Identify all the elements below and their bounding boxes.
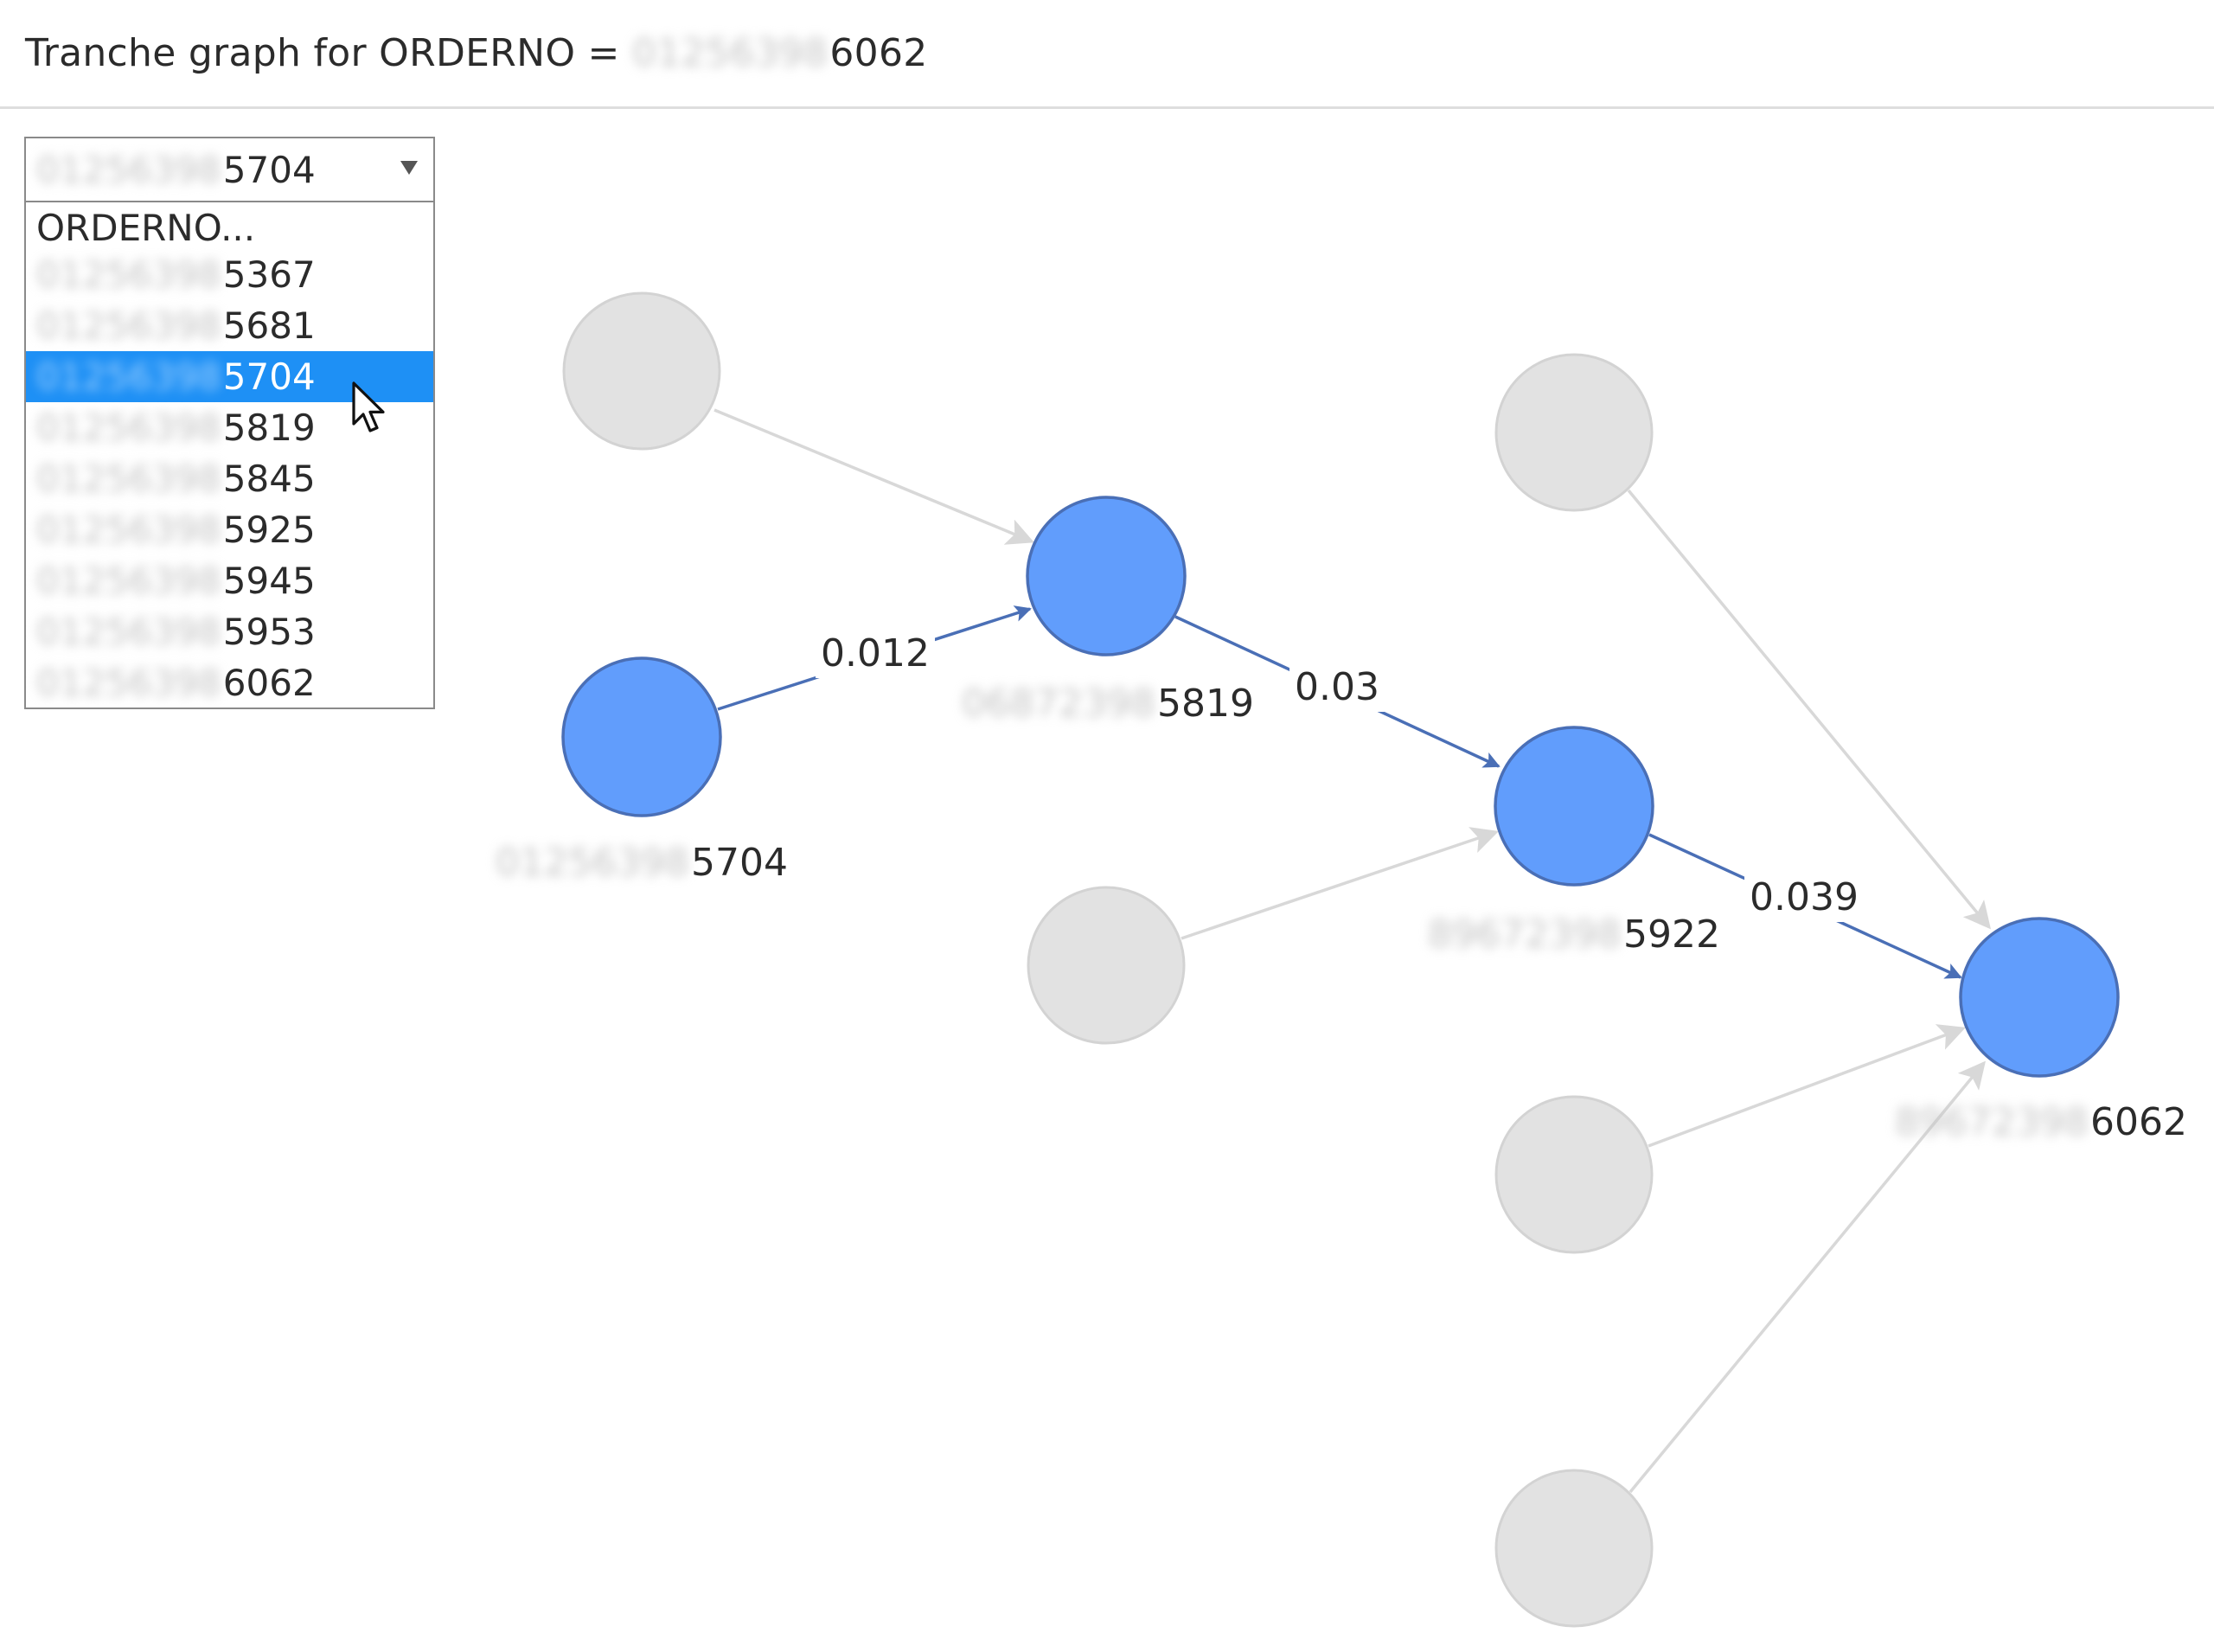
edge-weight-label: 0.039	[1744, 874, 1864, 922]
option-item[interactable]: 012563985953	[26, 606, 433, 657]
orderno-select-value: 012563985704	[36, 147, 316, 194]
graph-node-inactive[interactable]	[1494, 1095, 1654, 1254]
option-item[interactable]: 012563985945	[26, 555, 433, 606]
option-masked-id: 01256398	[36, 304, 221, 347]
header-bar: Tranche graph for ORDERNO = 012563986062	[0, 0, 2214, 109]
node-label: 068723985819	[962, 680, 1254, 728]
node-label-suffix: 5922	[1622, 912, 1720, 957]
title-id-suffix: 6062	[829, 31, 928, 75]
option-item[interactable]: 012563985367	[26, 249, 433, 300]
graph-node-active[interactable]	[1026, 496, 1187, 656]
option-id-suffix: 6062	[222, 662, 316, 704]
edge-weight-label: 0.012	[816, 630, 935, 678]
node-label-suffix: 6062	[2089, 1100, 2187, 1144]
graph-edge-inactive	[1181, 827, 1499, 940]
option-masked-id: 01256398	[36, 611, 221, 653]
graph-edge-inactive	[713, 408, 1034, 545]
node-label-masked: 89672398	[1895, 1100, 2089, 1144]
title-prefix: Tranche graph for ORDERNO =	[25, 31, 620, 75]
page-title: Tranche graph for ORDERNO = 012563986062	[25, 28, 928, 80]
option-id-suffix: 5704	[222, 355, 316, 398]
graph-node-inactive[interactable]	[1027, 886, 1186, 1045]
selected-id-suffix: 5704	[222, 149, 316, 191]
option-masked-id: 01256398	[36, 458, 221, 500]
graph-node-inactive[interactable]	[1494, 1469, 1654, 1628]
orderno-select-head[interactable]: 012563985704	[26, 138, 433, 202]
option-masked-id: 01256398	[36, 253, 221, 296]
orderno-option-list: ORDERNO... 012563985367 012563985681 012…	[26, 202, 433, 708]
option-item[interactable]: 012563985819	[26, 402, 433, 453]
option-item[interactable]: 012563985681	[26, 300, 433, 351]
option-item[interactable]: 012563985925	[26, 504, 433, 555]
node-label-masked: 01256398	[496, 841, 689, 885]
graph-node-inactive[interactable]	[562, 291, 721, 451]
option-id-suffix: 5953	[222, 611, 316, 653]
graph-node-active[interactable]	[561, 656, 722, 817]
chevron-down-icon[interactable]	[400, 161, 418, 175]
option-placeholder[interactable]: ORDERNO...	[36, 207, 256, 249]
orderno-select[interactable]: 012563985704 ORDERNO... 012563985367 012…	[24, 137, 435, 709]
option-id-suffix: 5367	[222, 253, 316, 296]
node-label: 896723985922	[1428, 911, 1720, 959]
graph-node-active[interactable]	[1959, 917, 2120, 1078]
title-masked-id: 01256398	[632, 31, 829, 75]
option-masked-id: 01256398	[36, 560, 221, 602]
option-masked-id: 01256398	[36, 662, 221, 704]
graph-node-active[interactable]	[1494, 726, 1654, 887]
node-label-suffix: 5819	[1156, 682, 1254, 726]
option-id-suffix: 5845	[222, 458, 316, 500]
option-id-suffix: 5819	[222, 407, 316, 449]
option-masked-id: 01256398	[36, 509, 221, 551]
graph-edge-inactive	[1627, 489, 1992, 930]
mouse-pointer-icon	[352, 381, 385, 432]
option-id-suffix: 5925	[222, 509, 316, 551]
node-label: 012563985704	[496, 839, 788, 887]
option-item[interactable]: 012563985845	[26, 453, 433, 504]
option-masked-id: 01256398	[36, 407, 221, 449]
node-label-masked: 89672398	[1428, 912, 1622, 957]
option-masked-id: 01256398	[36, 355, 221, 398]
node-label: 896723986062	[1895, 1098, 2187, 1147]
graph-node-inactive[interactable]	[1494, 353, 1654, 512]
graph-edge-inactive	[1629, 1060, 1987, 1494]
option-id-suffix: 5681	[222, 304, 316, 347]
option-item[interactable]: 012563986062	[26, 657, 433, 708]
selected-masked-id: 01256398	[36, 149, 221, 191]
graph-edge-inactive	[1648, 1024, 1966, 1148]
edge-weight-label: 0.03	[1289, 663, 1385, 712]
option-id-suffix: 5945	[222, 560, 316, 602]
node-label-suffix: 5704	[690, 841, 788, 885]
node-label-masked: 06872398	[962, 682, 1155, 726]
